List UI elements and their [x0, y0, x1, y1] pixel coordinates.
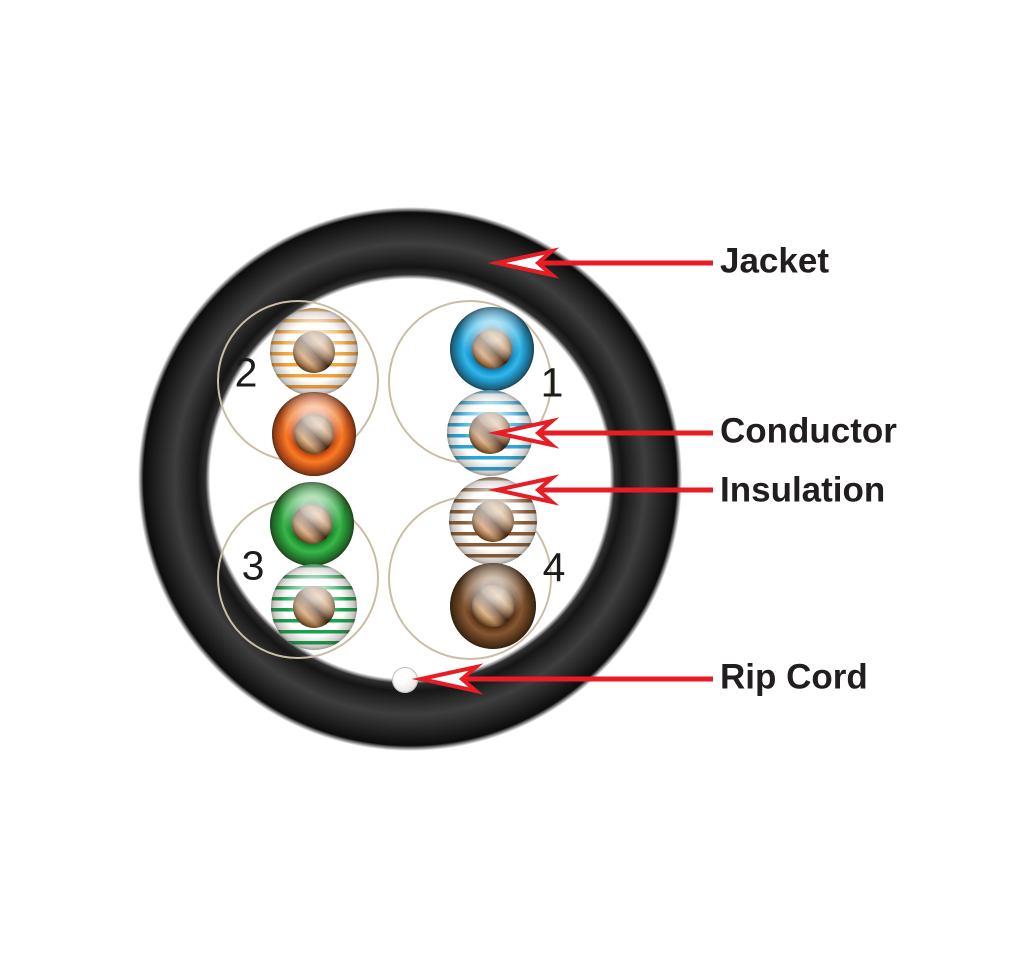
wire-brown-solid — [450, 563, 536, 649]
pair-number-2: 2 — [234, 349, 258, 396]
insulation-label: Insulation — [720, 470, 886, 510]
wire-green-solid — [270, 482, 354, 566]
wire-orange-solid — [272, 392, 356, 476]
rip-cord-label: Rip Cord — [720, 657, 868, 697]
wire-blue-white-striped — [447, 390, 533, 476]
copper-conductor — [293, 586, 335, 628]
pair-number-1: 1 — [540, 359, 564, 406]
copper-conductor — [469, 412, 511, 454]
rip-cord-dot — [392, 667, 418, 693]
wire-brown-white-striped — [449, 477, 537, 565]
conductor-label: Conductor — [720, 411, 897, 451]
copper-conductor — [292, 330, 336, 374]
jacket-label: Jacket — [720, 241, 829, 281]
copper-conductor — [293, 413, 335, 455]
copper-conductor — [471, 328, 513, 370]
wire-blue-solid — [450, 307, 534, 391]
pair-number-3: 3 — [241, 542, 265, 589]
copper-conductor — [291, 503, 333, 545]
copper-conductor — [471, 499, 515, 543]
wire-green-white-striped — [271, 564, 357, 650]
cable-jacket-ring — [138, 207, 682, 751]
wire-orange-white-striped — [270, 308, 358, 396]
copper-conductor — [472, 585, 514, 627]
pair-number-4: 4 — [542, 544, 566, 591]
